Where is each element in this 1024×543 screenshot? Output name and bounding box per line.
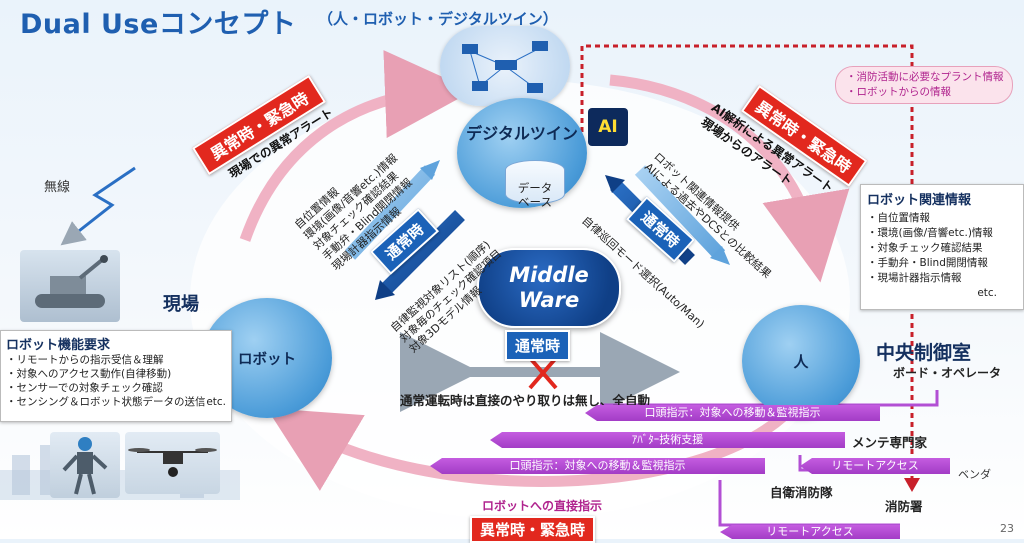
arrow-remote-access-2: リモートアクセス <box>720 525 900 539</box>
database-label: データ ベース <box>517 181 553 209</box>
control-room-label: 中央制御室 <box>876 342 972 364</box>
plant-info-item: ・消防活動に必要なプラント情報 <box>846 71 1004 83</box>
robot-info-panel: ロボット関連情報 ・自位置情報 ・環境(画像/音響etc.)情報 ・対象チェック… <box>860 184 1024 310</box>
robot-info-etc: etc. <box>977 287 997 299</box>
human-circle: 人 <box>742 305 860 417</box>
page-title: Dual Useコンセプト <box>20 9 297 40</box>
digital-twin-label: デジタルツイン <box>466 124 578 143</box>
arrow-remote-access-1: リモートアクセス <box>800 458 950 474</box>
self-fire-brigade-label: 自衛消防隊 <box>770 485 833 500</box>
humanoid-robot-image <box>50 432 120 498</box>
robot-req-item: ・対象へのアクセス動作(自律移動) <box>6 368 172 380</box>
arrow-verbal-instruction-2: 口頭指示：対象への移動＆監視指示 <box>430 458 765 474</box>
robot-requirements-panel: ロボット機能要求 ・リモートからの指示受信＆理解 ・対象へのアクセス動作(自律移… <box>0 330 232 422</box>
plant-info-callout: ・消防活動に必要なプラント情報 ・ロボットからの情報 <box>835 66 1013 104</box>
wireless-label: 無線 <box>44 180 71 195</box>
page-subtitle: （人・ロボット・デジタルツイン） <box>318 10 558 28</box>
loop-arrow-right-top <box>609 74 850 283</box>
loop-arrow-left-top <box>239 50 473 242</box>
middleware-cloud: Middle Ware <box>477 248 621 328</box>
database-icon: データ ベース <box>505 160 565 209</box>
flow-arrow-left-down <box>380 210 465 295</box>
direct-instruction-label: ロボットへの直接指示 <box>482 499 603 513</box>
ai-icon: AI <box>588 108 628 146</box>
robot-req-item: ・センシング＆ロボット状態データの送信 <box>6 396 206 408</box>
ai-label: AI <box>598 117 618 137</box>
plant-info-item: ・ロボットからの情報 <box>846 86 951 98</box>
network-cloud-icon <box>440 26 570 106</box>
flow-arrow-left-up <box>344 165 436 260</box>
robot-req-last-row: ・センシング＆ロボット状態データの送信 etc. <box>6 395 226 409</box>
drone-image <box>125 432 220 494</box>
flow-arrow-right-down <box>634 165 726 260</box>
robot-info-title: ロボット関連情報 <box>867 193 972 208</box>
red-x-icon <box>528 356 558 390</box>
robot-req-item: ・リモートからの指示受信＆理解 <box>6 354 164 366</box>
maintenance-expert-label: メンテ専門家 <box>852 435 928 450</box>
fire-department-label: 消防署 <box>885 499 923 514</box>
robot-info-item: ・環境(画像/音響etc.)情報 <box>867 227 993 239</box>
robot-info-item: ・対象チェック確認結果 <box>867 242 983 254</box>
robot-info-item: ・手動弁・Blind開閉情報 <box>867 257 988 269</box>
robot-req-title: ロボット機能要求 <box>6 338 111 353</box>
robot-req-item: ・センサーでの対象チェック確認 <box>6 382 163 394</box>
wireless-bolt-icon <box>60 166 136 246</box>
normal-operation-note: 通常運転時は直接のやり取りは無し、全自動 <box>400 393 651 408</box>
board-operator-label: ボード・オペレータ <box>893 366 1002 380</box>
robot-label: ロボット <box>238 351 296 368</box>
middleware-label: Middle Ware <box>509 263 589 312</box>
badge-normal-center: 通常時 <box>505 330 571 361</box>
page-number: 23 <box>1000 522 1014 535</box>
arrow-avatar-support: ｱﾊﾞﾀｰ技術支援 <box>490 432 845 448</box>
robot-info-item: ・現場計器指示情報 <box>867 272 962 284</box>
human-label: 人 <box>793 352 809 371</box>
robot-info-item: ・自位置情報 <box>867 212 930 224</box>
robot-req-etc: etc. <box>206 396 226 408</box>
field-label: 現場 <box>163 294 199 315</box>
vendor-label: ベンダ <box>958 468 991 481</box>
crawler-robot-image <box>20 250 120 322</box>
arrow-verbal-instruction-1: 口頭指示：対象への移動＆監視指示 <box>585 405 880 421</box>
